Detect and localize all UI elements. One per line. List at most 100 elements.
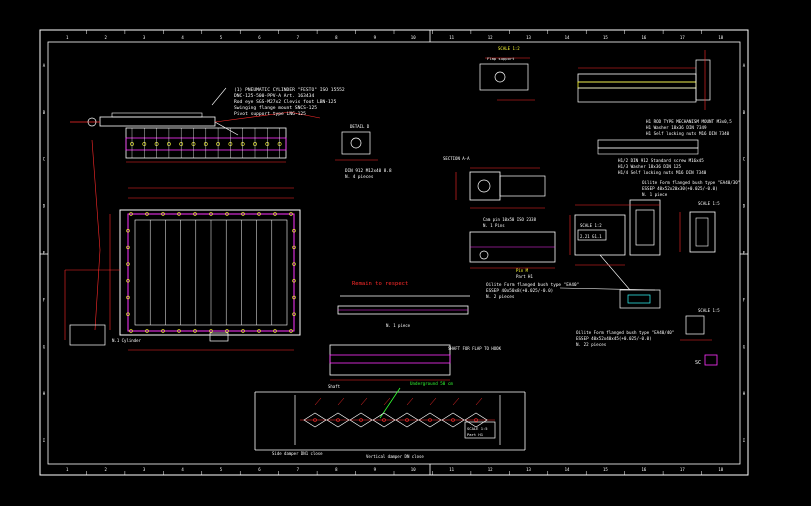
damper-leader (475, 397, 483, 406)
detail-label: DETAIL D (350, 124, 370, 129)
frame-bolt (292, 262, 296, 266)
center-bottom-shaft: SHAFT FOR FLAP TO HOOK Shaft (328, 344, 502, 389)
grid-row-label: H (43, 391, 46, 396)
grid-column-label: 16 (641, 35, 646, 40)
damper-blade (418, 412, 442, 428)
flap-label: Flap support (487, 56, 514, 61)
grid-column-label: 1 (66, 35, 69, 40)
grid-row-label: A (743, 63, 746, 68)
grid-column-label: 18 (718, 467, 723, 472)
grid-column-label: 17 (680, 467, 685, 472)
frame-bolt (257, 212, 261, 216)
frame-bolt (129, 329, 133, 333)
frame-bolt (289, 212, 293, 216)
scale-label: SCALE 1:5 (698, 201, 720, 206)
grid-column-label: 5 (220, 35, 223, 40)
damper-blade (441, 412, 465, 428)
grid-column-label: 3 (143, 35, 146, 40)
grid-row-label: C (43, 157, 46, 162)
damper-leader (406, 397, 414, 406)
frame-bolt (177, 212, 181, 216)
grid-column-label: 13 (526, 35, 531, 40)
grid-column-label: 4 (181, 467, 184, 472)
cylinder-note-block: (1) PNEUMATIC CYLINDER "FESTO" ISO 15552… (211, 87, 345, 117)
frame-bolt (161, 329, 165, 333)
grid-column-label: 6 (258, 467, 261, 472)
damper-blade (349, 412, 373, 428)
grid-row-label: G (743, 344, 746, 349)
bottom-section: Underground 50 cm SCALE 1:5 Part H1 Side… (254, 381, 526, 459)
frame-bolt (225, 212, 229, 216)
damper-pivot (451, 418, 455, 422)
rail-ticks (130, 128, 282, 158)
grid-column-label: 4 (181, 35, 184, 40)
bearing-note-line: N. 2 pieces (486, 294, 515, 300)
frame-bolt (126, 262, 130, 266)
damper-pivot (382, 418, 386, 422)
grid-row-label: D (43, 204, 46, 209)
grid-row-label: I (743, 438, 746, 443)
part-list-line: H1 Washer 18x36 DIN 7349 (646, 125, 707, 130)
far-right-detail: SCALE 1:5 SCALE 1:5 (679, 201, 720, 341)
damper-leader (337, 397, 345, 406)
grid-column-label: 9 (374, 467, 377, 472)
cylinder-note-line: Swinging flange mount SNCS-125 (234, 105, 317, 111)
damper-blade (326, 412, 350, 428)
grid-column-label: 18 (718, 35, 723, 40)
damper-pivot (313, 418, 317, 422)
grid-row-label: F (743, 297, 746, 302)
mid-right-rail: H1/2 DIN 912 Standard screw M16x45 H1/3 … (597, 139, 707, 175)
frame-bolt (273, 329, 277, 333)
damper-pivot (359, 418, 363, 422)
grid-column-label: 1 (66, 467, 69, 472)
center-detail-sub: N. 1 Pins (483, 223, 505, 228)
detail-label: N. 4 pieces (345, 174, 374, 180)
cylinder-note-line: (1) PNEUMATIC CYLINDER "FESTO" ISO 15552 (234, 87, 345, 93)
frame-bolt (241, 329, 245, 333)
grid-column-label: 2 (104, 467, 107, 472)
damper-frame: N.1 Cylinder (64, 139, 301, 351)
grid-column-label: 11 (449, 467, 454, 472)
upper-center-detail: SECTION A-A (443, 156, 546, 209)
frame-bolt (126, 295, 130, 300)
frame-slats (149, 220, 273, 325)
frame-bolt (177, 329, 181, 333)
damper-pivot (336, 418, 340, 422)
frame-bolt (161, 212, 165, 216)
grid-column-label: 16 (641, 467, 646, 472)
grid-column-label: 17 (680, 35, 685, 40)
scale-label: SCALE 1:5 (698, 308, 720, 313)
frame-bolt (126, 229, 130, 233)
grid-row-label: G (43, 344, 46, 349)
frame-bolt (209, 212, 213, 216)
damper-pivot (405, 418, 409, 422)
center-detail: Cam pin 10x50 ISO 2338 N. 1 Pins Pin M P… (469, 217, 556, 279)
bearing-note-1: Oilite Form flanged bush type "EA40" ESS… (486, 282, 656, 300)
frame-bolt (193, 212, 197, 216)
grid-column-label: 13 (526, 467, 531, 472)
frame-bolt (289, 329, 293, 333)
underground-label: Underground 50 cm (410, 381, 453, 386)
frame-bolt (145, 212, 149, 216)
damper-blade (303, 412, 327, 428)
top-right-small-detail: SCALE 1:2 Flap support (479, 46, 535, 101)
frame-bolts (126, 212, 296, 333)
frame-bolt (209, 329, 213, 333)
frame-bolt (145, 329, 149, 333)
frame-bolt (292, 279, 296, 283)
cylinder-note-line: Rod eye SGS-M27x2 Clevis foot LBN-125 (234, 99, 337, 105)
frame-bolt (126, 312, 130, 316)
grid-row-label: I (43, 438, 46, 443)
frame-bolt (126, 279, 130, 283)
bearing-note-line: Oilite Form flanged bush type "EA40" (486, 282, 579, 288)
bottom-right-box-sub: Part H1 (467, 432, 484, 437)
shaft-note: N. 1 piece (386, 323, 411, 328)
bearing-note-line: ESSEP 40x52x20x30(+0.025/-0.0) (642, 186, 718, 191)
frame-bolt (225, 329, 229, 333)
frame-bolt (126, 245, 130, 250)
bottom-left-label: Side damper DN1 close (272, 451, 323, 456)
grid-column-label: 8 (335, 467, 338, 472)
part-list-line: H1/4 Self locking nuts M16 DIN 7340 (618, 170, 707, 175)
frame-bolt (257, 329, 261, 333)
detail-box-scale: SCALE 1:2 (580, 223, 602, 228)
